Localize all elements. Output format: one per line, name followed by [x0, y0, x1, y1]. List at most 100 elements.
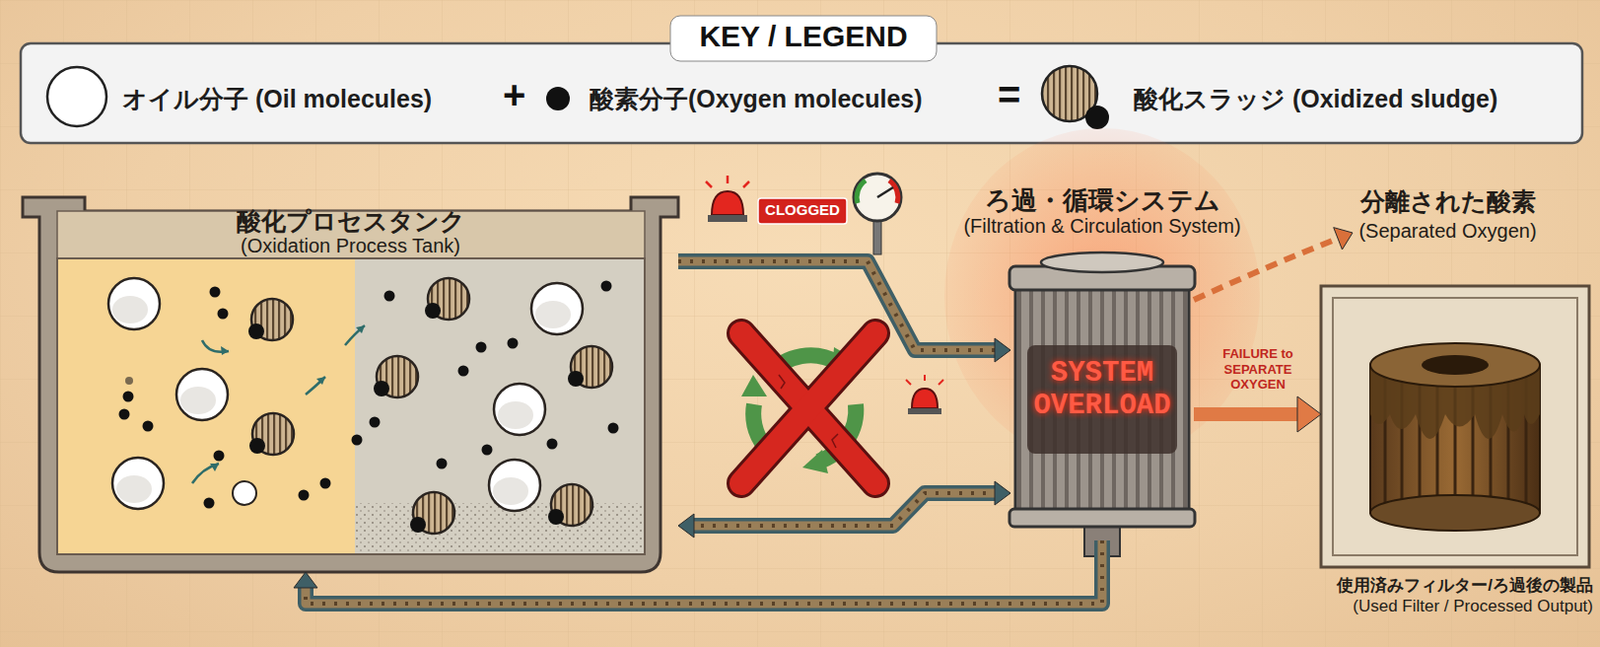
tank-drawing-part-part: [316, 376, 326, 385]
tank-drawing-part: [57, 258, 355, 555]
tank-drawing-part: [123, 391, 135, 403]
tank-drawing-part: [373, 355, 418, 398]
recycle-crossed-part-part: [741, 333, 876, 484]
tank-drawing-part: [249, 413, 294, 455]
tank-drawing-part: [384, 290, 396, 302]
tank-drawing-part: [209, 286, 221, 298]
tank-drawing-part: [547, 438, 558, 450]
arrow-head: [994, 338, 1011, 362]
pipe-outer: [691, 492, 998, 526]
pipe-connector: [293, 540, 1103, 604]
used-filter-drawing: [1321, 285, 1590, 567]
tank-drawing-part: [112, 457, 164, 509]
clogged-siren-part-part: [705, 181, 712, 188]
node-title: 使用済みフィルター/ろ過後の製品: [1336, 573, 1594, 597]
tank-drawing-part: [369, 417, 381, 428]
pressure-gauge-part: [873, 218, 882, 255]
recycle-crossed-part-part: [832, 433, 838, 448]
pipe-connector: [678, 481, 1011, 538]
tank-drawing-part: [567, 346, 613, 388]
alarm-siren-part-part: [905, 379, 911, 385]
recycle-crossed-part-part: [741, 333, 876, 484]
node-subtitle: (Filtration & Circulation System): [963, 214, 1241, 238]
clogged-siren-part: [707, 214, 748, 222]
plus-sign: +: [502, 72, 526, 118]
clogged-siren-part: [758, 198, 847, 224]
recycle-crossed-part-part: [802, 449, 829, 474]
pipe-outer: [1193, 237, 1341, 300]
tank-drawing-part: [476, 342, 487, 353]
pressure-gauge: [853, 173, 902, 255]
tank-drawing-part: [22, 197, 679, 572]
filter-drawing-part: [1015, 283, 1189, 517]
recycle-crossed-part: [741, 333, 876, 484]
pressure-gauge-part: [877, 187, 894, 198]
clogged-siren-part-part: [726, 175, 730, 184]
tank-drawing-part-part: [355, 325, 365, 334]
pipe-outer: [305, 540, 1103, 604]
tank-drawing-part: [213, 450, 225, 462]
pressure-gauge-part: [853, 173, 902, 221]
tank-drawing-part: [125, 376, 134, 385]
clogged-siren: [705, 175, 847, 224]
tank-drawing-part: [548, 484, 593, 526]
tank-drawing-part: [57, 258, 645, 555]
tank-drawing-part: [424, 278, 470, 320]
pipe-deposit: [678, 261, 998, 350]
arrow-head: [1333, 227, 1353, 250]
tank-drawing-part: [142, 420, 154, 432]
alarm-siren-part: [911, 388, 938, 409]
output-label: 分離された酸素(Separated Oxygen): [1352, 183, 1543, 247]
pipe-sludge: [678, 261, 998, 350]
tank-drawing-part-part: [209, 463, 219, 472]
legend-panel-part: [670, 15, 937, 62]
pipe-sludge: [305, 540, 1103, 604]
alarm-siren: [905, 374, 944, 415]
filter-unit: ろ過・循環システム(Filtration & Circulation Syste…: [1010, 254, 1194, 541]
tank-drawing-part: [217, 308, 229, 320]
recycle-crossed-part-part: [741, 333, 876, 484]
node-subtitle: (Oxidation Process Tank): [240, 234, 461, 258]
used-filter-drawing-part: [1332, 297, 1578, 556]
tank-drawing-part: [204, 497, 215, 509]
arrow-head: [293, 571, 318, 588]
pipe-outer: [1193, 407, 1301, 421]
used-filter-drawing-part: [1321, 285, 1590, 567]
node-subtitle: (Separated Oxygen): [1352, 217, 1543, 243]
tank-drawing-part: [436, 458, 448, 470]
pipe-outer: [678, 261, 998, 350]
tank-drawing-part: [248, 298, 293, 341]
tank-drawing-part: [410, 491, 455, 534]
process-tank: 酸化プロセスタンク(Oxidation Process Tank): [22, 197, 679, 572]
tank-drawing-part: [209, 325, 365, 472]
edge-label: FAILURE to SEPARATE OXYGEN: [1206, 346, 1310, 393]
used-filter-drawing-part: [1421, 354, 1489, 375]
used-filter-drawing-part: [1370, 343, 1540, 387]
tank-drawing-part-part: [345, 325, 365, 346]
used-filter-drawing-part: [1370, 494, 1540, 531]
recycle-crossed: [741, 333, 876, 484]
arrow-head: [678, 513, 695, 538]
tank-drawing-part: [320, 478, 332, 489]
tank-drawing-part: [354, 258, 645, 555]
legend-text: オイル分子 (Oil molecules): [122, 82, 432, 116]
clogged-siren-part: [705, 175, 750, 188]
tank-drawing-part-part: [192, 463, 219, 484]
tank-drawing-part: [354, 502, 645, 555]
tank-drawing-part: [482, 444, 493, 456]
alarm-siren-part: [905, 374, 944, 385]
tank-drawing-part-part: [305, 376, 326, 395]
tank-drawing-part: [351, 434, 363, 446]
tank-drawing-part-part: [220, 346, 229, 355]
tank-drawing-part: [531, 282, 583, 335]
tank-drawing-part: [601, 280, 613, 292]
legend-text: 酸素分子(Oxygen molecules): [589, 82, 923, 116]
recycle-crossed-part-part: [778, 374, 785, 389]
node-title: ろ過・循環システム: [984, 183, 1221, 218]
legend-panel-part: [546, 86, 570, 111]
pipe-connector: [678, 261, 1011, 362]
pipe-deposit: [305, 540, 1103, 604]
legend-panel-part: [1085, 105, 1110, 130]
pipe-deposit: [691, 492, 998, 526]
